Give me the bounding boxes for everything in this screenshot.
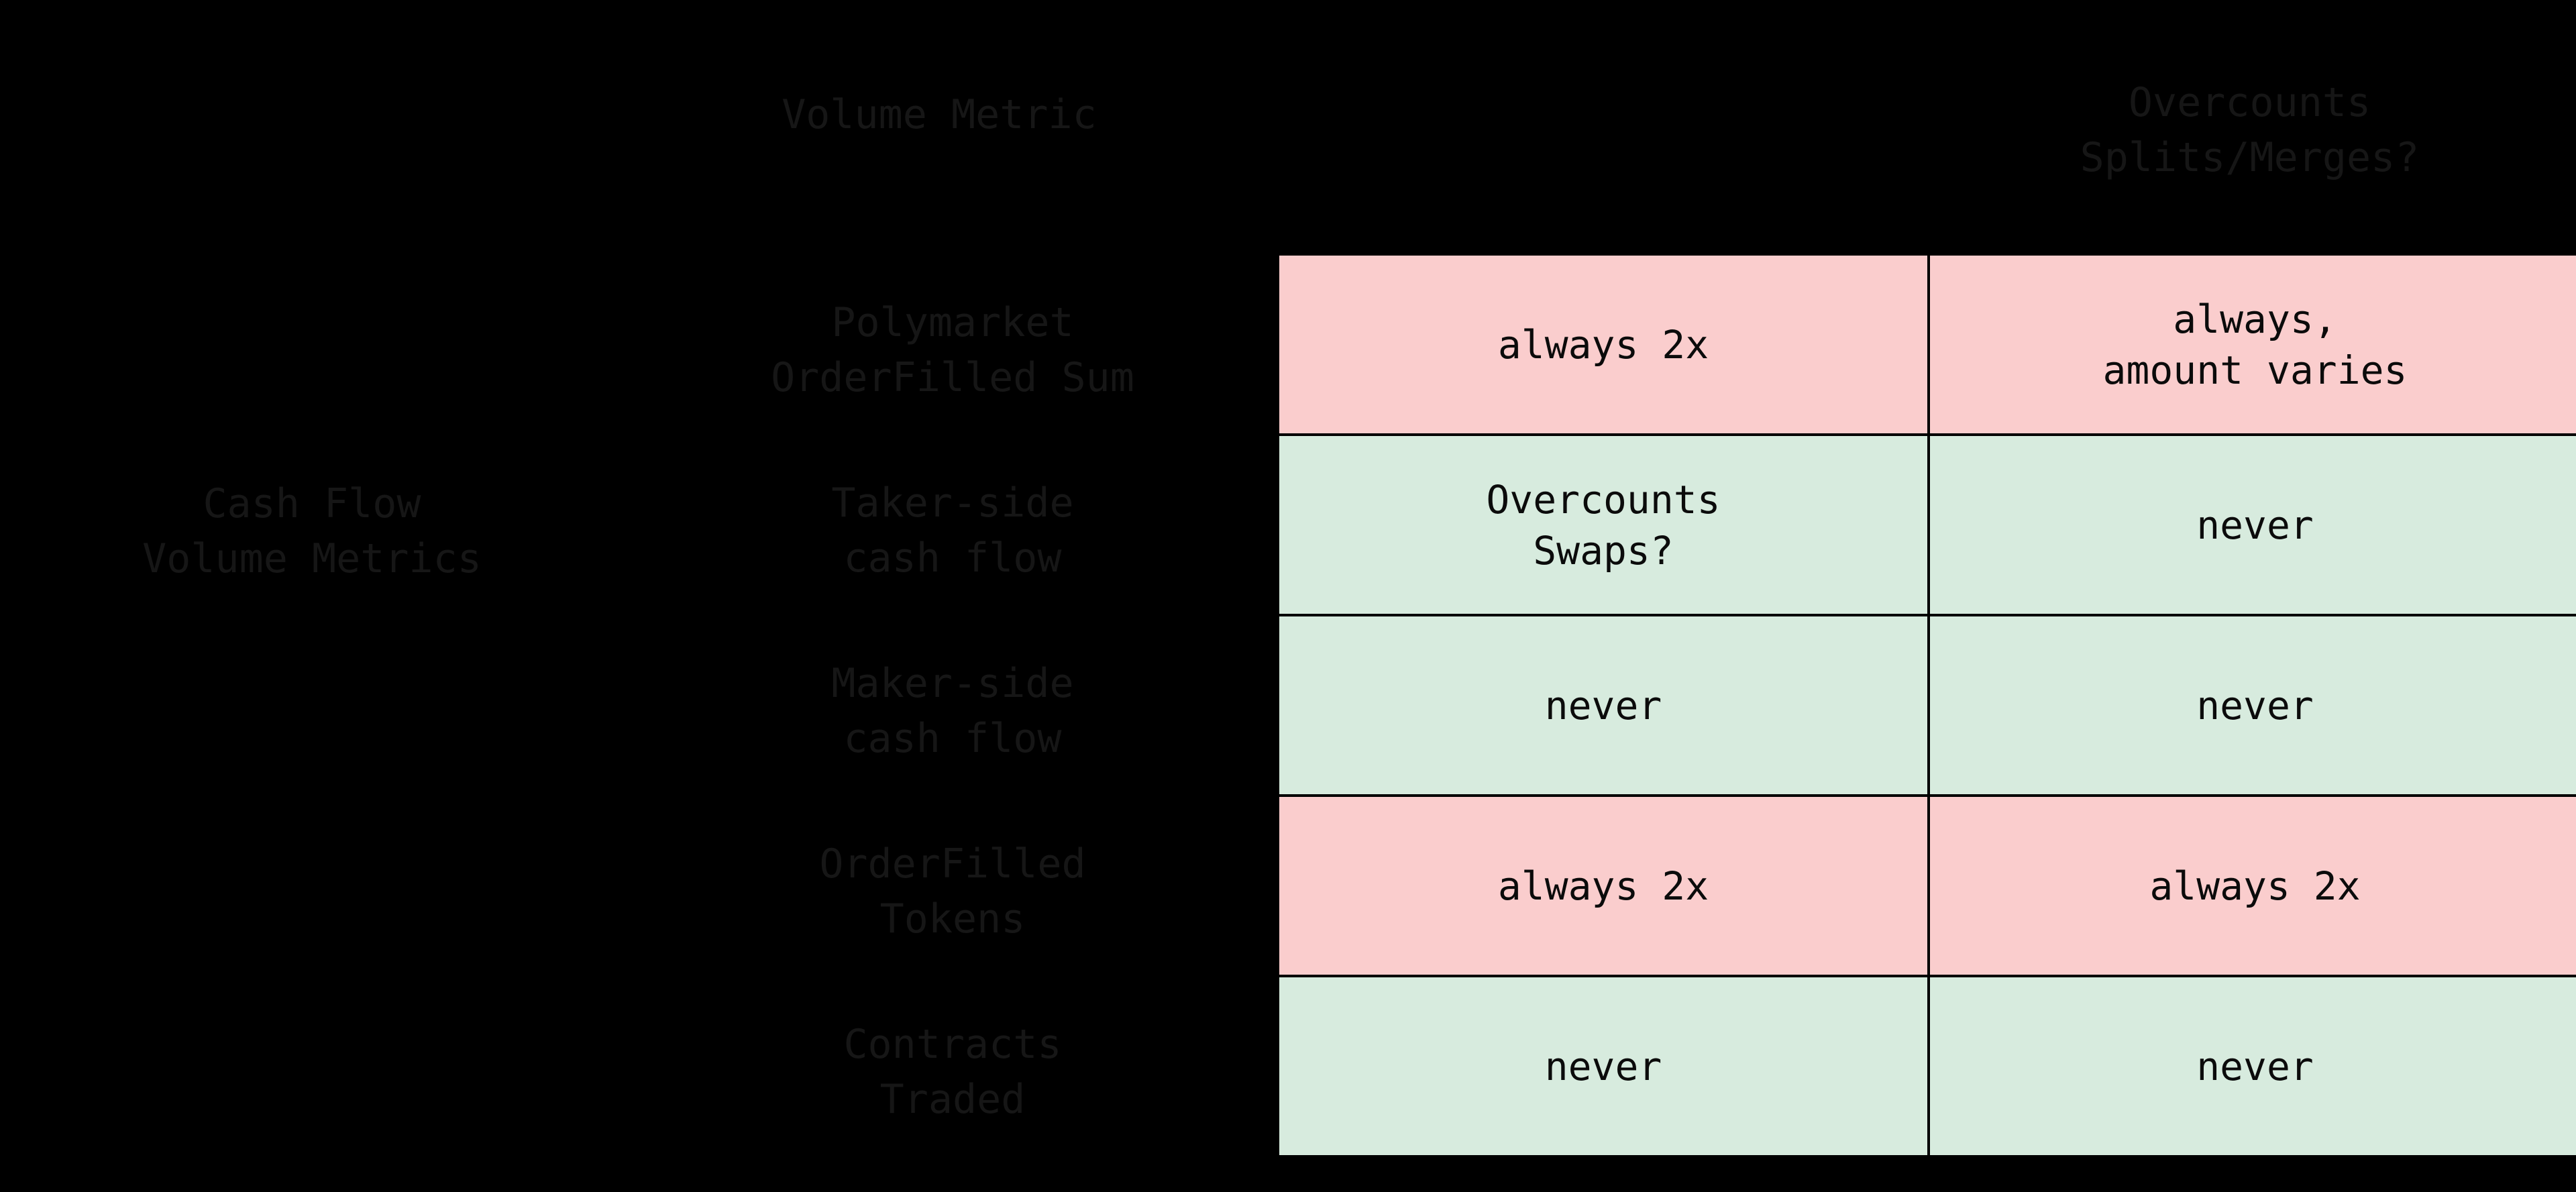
table-row: always 2x always 2x xyxy=(1277,794,2576,977)
table-row: Overcounts Swaps? never xyxy=(1277,433,2576,616)
column-header-volume-metric: Volume Metric xyxy=(782,91,1097,138)
row-label-contracts-traded: Contracts Traded xyxy=(843,1021,1062,1123)
matrix-cell: never xyxy=(1927,975,2576,1158)
row-label-orderfilled-tokens: OrderFilled Tokens xyxy=(819,841,1086,942)
row-label-taker-side-cash-flow: Taker-side cash flow xyxy=(831,480,1074,582)
matrix-cell: never xyxy=(1277,975,1930,1158)
matrix-cell: never xyxy=(1277,614,1930,797)
table-row: always 2x always, amount varies xyxy=(1277,253,2576,436)
table-row: never never xyxy=(1277,975,2576,1158)
row-label-maker-side-cash-flow: Maker-side cash flow xyxy=(831,660,1074,762)
column-header-overcounts-splits-merges: Overcounts Splits/Merges? xyxy=(2080,79,2420,181)
matrix-cell: always 2x xyxy=(1277,794,1930,977)
matrix-cell: always 2x xyxy=(1927,794,2576,977)
row-group-label-cash-flow-volume-metrics: Cash Flow Volume Metrics xyxy=(142,480,482,582)
matrix-cell: never xyxy=(1927,433,2576,616)
matrix-cell: always 2x xyxy=(1277,253,1930,436)
matrix-cell: always, amount varies xyxy=(1927,253,2576,436)
overcount-matrix-table: always 2x always, amount varies Overcoun… xyxy=(1277,253,2576,1158)
matrix-cell: never xyxy=(1927,614,2576,797)
row-label-polymarket-orderfilled-sum: Polymarket OrderFilled Sum xyxy=(771,299,1134,401)
matrix-cell: Overcounts Swaps? xyxy=(1277,433,1930,616)
table-row: never never xyxy=(1277,614,2576,797)
